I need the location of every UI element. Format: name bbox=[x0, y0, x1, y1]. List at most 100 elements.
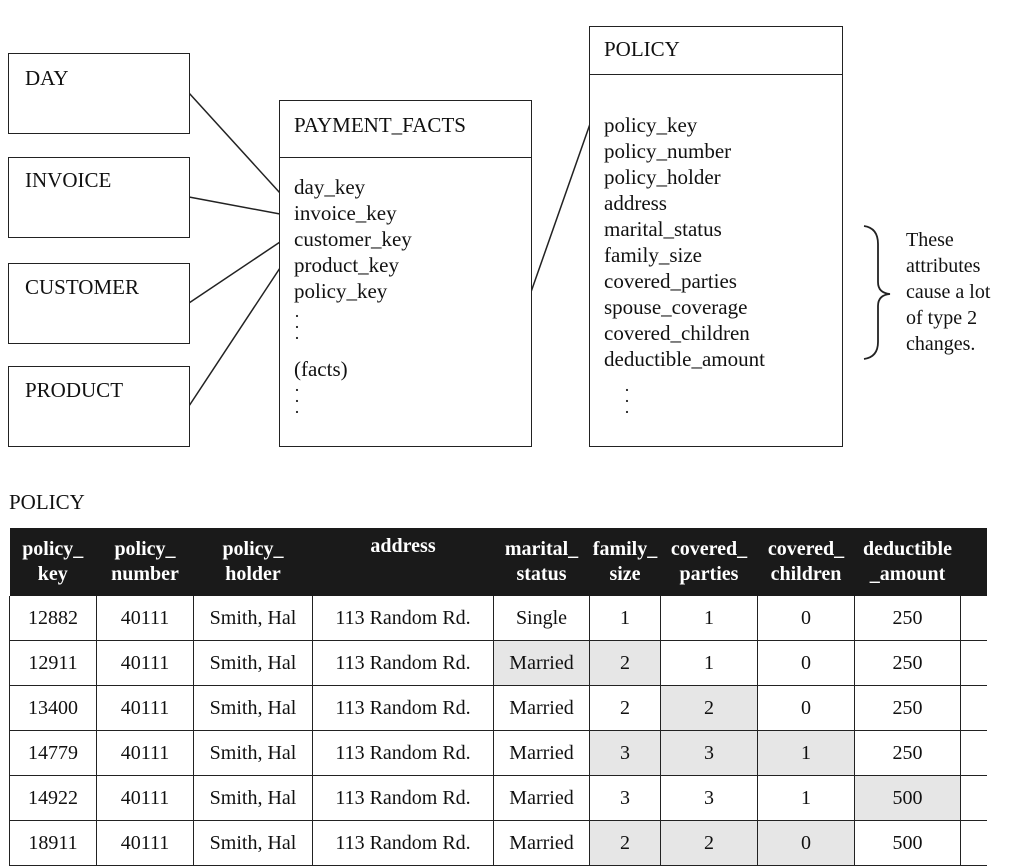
table-cell: 500 bbox=[854, 775, 961, 821]
table-cell-spacer bbox=[960, 820, 987, 866]
table-cell: Single bbox=[493, 596, 590, 641]
column-header-line: status bbox=[516, 563, 567, 585]
table-cell: 113 Random Rd. bbox=[312, 775, 494, 821]
field-item: address bbox=[604, 191, 667, 215]
table-cell: 3 bbox=[589, 730, 661, 776]
customer-to-facts-line bbox=[188, 241, 281, 304]
product-label: PRODUCT bbox=[25, 378, 124, 402]
field-item: invoice_key bbox=[294, 201, 397, 225]
table-cell: 14779 bbox=[9, 730, 97, 776]
table-cell-spacer bbox=[960, 640, 987, 686]
field-item: covered_parties bbox=[604, 269, 737, 293]
table-cell: Married bbox=[493, 775, 590, 821]
column-header: policy_holder bbox=[193, 528, 313, 596]
column-header-line: family_ bbox=[592, 538, 658, 560]
product-box: PRODUCT bbox=[8, 366, 190, 447]
table-cell: 14922 bbox=[9, 775, 97, 821]
field-item: customer_key bbox=[294, 227, 412, 251]
table-cell: Married bbox=[493, 640, 590, 686]
table-cell: Smith, Hal bbox=[193, 596, 313, 641]
policy-entity-header: POLICY bbox=[590, 27, 842, 75]
table-cell: 40111 bbox=[96, 730, 194, 776]
table-cell: 0 bbox=[757, 596, 855, 641]
table-cell: 113 Random Rd. bbox=[312, 640, 494, 686]
table-cell: 2 bbox=[660, 685, 758, 731]
table-cell: 2 bbox=[589, 685, 661, 731]
note-line: These bbox=[906, 229, 954, 251]
table-cell: 0 bbox=[757, 820, 855, 866]
table-cell: 113 Random Rd. bbox=[312, 685, 494, 731]
field-item: policy_holder bbox=[604, 165, 721, 189]
field-item: family_size bbox=[604, 243, 702, 267]
column-header-spacer bbox=[960, 528, 987, 596]
field-item: spouse_coverage bbox=[604, 295, 748, 319]
table-cell: 2 bbox=[660, 820, 758, 866]
column-header-line: covered_ bbox=[670, 538, 748, 560]
facts-to-policy-line bbox=[530, 123, 591, 293]
column-header: policy_number bbox=[96, 528, 194, 596]
column-header: marital_status bbox=[493, 528, 590, 596]
column-header-line: holder bbox=[225, 563, 281, 585]
table-caption: POLICY bbox=[9, 490, 85, 514]
column-header: deductible _amount bbox=[854, 528, 961, 596]
table-cell: Smith, Hal bbox=[193, 685, 313, 731]
ellipsis-dots: ··· bbox=[294, 306, 300, 348]
field-item: covered_children bbox=[604, 321, 750, 345]
table-cell-spacer bbox=[960, 775, 987, 821]
ellipsis-dots: ··· bbox=[624, 380, 630, 422]
day-to-facts-line bbox=[188, 92, 281, 194]
column-header-line: _amount bbox=[869, 563, 946, 585]
column-header: family_size bbox=[589, 528, 661, 596]
table-cell: 1 bbox=[757, 730, 855, 776]
table-cell: 0 bbox=[757, 640, 855, 686]
table-cell: Married bbox=[493, 730, 590, 776]
table-cell: 250 bbox=[854, 730, 961, 776]
payment-facts-field-list: day_key invoice_key customer_key product… bbox=[294, 174, 412, 304]
table-cell: 40111 bbox=[96, 640, 194, 686]
type2-change-note: These attributes cause a lot of type 2 c… bbox=[906, 227, 990, 357]
table-cell: 3 bbox=[660, 775, 758, 821]
column-header: covered_parties bbox=[660, 528, 758, 596]
column-header-line: size bbox=[609, 563, 641, 585]
table-cell: Married bbox=[493, 820, 590, 866]
facts-label: (facts) bbox=[294, 357, 348, 381]
column-header-line: policy_ bbox=[22, 538, 84, 560]
table-cell: 113 Random Rd. bbox=[312, 596, 494, 641]
table-cell: 2 bbox=[589, 640, 661, 686]
field-item: deductible_amount bbox=[604, 347, 765, 371]
payment-facts-box: PAYMENT_FACTS day_key invoice_key custom… bbox=[279, 100, 532, 447]
payment-facts-header: PAYMENT_FACTS bbox=[280, 101, 531, 158]
column-header: policy_key bbox=[9, 528, 97, 596]
table-cell: 500 bbox=[854, 820, 961, 866]
ellipsis-dots: ··· bbox=[294, 380, 300, 422]
table-cell: 250 bbox=[854, 640, 961, 686]
table-cell: Smith, Hal bbox=[193, 820, 313, 866]
product-to-facts-line bbox=[188, 267, 281, 407]
policy-field-list: policy_key policy_number policy_holder a… bbox=[604, 112, 765, 372]
policy-entity-title: POLICY bbox=[604, 37, 680, 61]
table-cell: 1 bbox=[660, 596, 758, 641]
table-cell: 1 bbox=[589, 596, 661, 641]
table-cell: 12911 bbox=[9, 640, 97, 686]
table-cell: Smith, Hal bbox=[193, 640, 313, 686]
invoice-box: INVOICE bbox=[8, 157, 190, 238]
table-cell: 2 bbox=[589, 820, 661, 866]
table-cell-spacer bbox=[960, 730, 987, 776]
column-header-line: deductible bbox=[863, 538, 952, 560]
table-cell: 40111 bbox=[96, 775, 194, 821]
table-cell: 0 bbox=[757, 685, 855, 731]
table-cell: 3 bbox=[589, 775, 661, 821]
column-header-line: key bbox=[37, 563, 68, 585]
field-item: marital_status bbox=[604, 217, 722, 241]
invoice-label: INVOICE bbox=[25, 168, 112, 192]
payment-facts-title: PAYMENT_FACTS bbox=[294, 113, 466, 137]
field-item: day_key bbox=[294, 175, 366, 199]
table-cell: 113 Random Rd. bbox=[312, 820, 494, 866]
